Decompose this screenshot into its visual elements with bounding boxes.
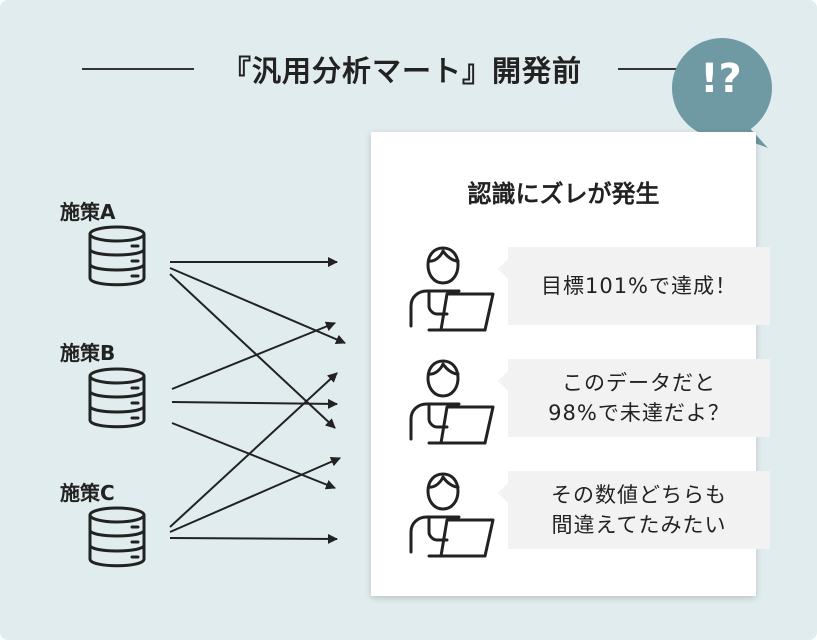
arrow — [171, 398, 338, 409]
speech-tail — [498, 370, 509, 392]
database-icon — [88, 367, 146, 429]
comment-bubble-2: このデータだと 98%で未達だよ？ — [508, 359, 770, 437]
arrow — [169, 267, 346, 345]
comment-line: その数値どちらも — [551, 483, 727, 507]
arrow — [169, 372, 338, 528]
comment-line: 間違えてたみたい — [551, 513, 727, 537]
measure-label-b: 施策B — [60, 341, 116, 365]
person-at-laptop-icon — [409, 359, 495, 445]
comment-bubble-3: その数値どちらも 間違えてたみたい — [508, 471, 770, 549]
comment-line: このデータだと — [562, 371, 716, 395]
measure-label-a: 施策A — [60, 200, 116, 224]
speech-tail — [498, 482, 509, 504]
arrow — [169, 457, 341, 533]
person-at-laptop-icon — [409, 472, 495, 558]
title-rule-left — [82, 68, 194, 70]
speech-tail — [498, 258, 509, 280]
comment-line: 98%で未達だよ？ — [548, 401, 730, 425]
person-at-laptop-icon — [409, 246, 495, 332]
database-icon — [88, 225, 146, 287]
arrow — [171, 422, 336, 490]
page-title: 『汎用分析マート』開発前 — [221, 54, 582, 88]
arrow — [169, 533, 338, 544]
database-icon — [88, 506, 146, 568]
arrow — [171, 321, 336, 390]
comment-bubble-1: 目標101%で達成！ — [508, 247, 770, 325]
recognition-panel: 認識にズレが発生 目標101%で達成！ — [371, 132, 770, 596]
title-row: 『汎用分析マート』開発前 — [0, 42, 817, 92]
panel-title: 認識にズレが発生 — [467, 180, 660, 208]
comment-line: 目標101%で達成！ — [540, 274, 738, 298]
title-rule-right — [618, 68, 680, 70]
bubble-text: !? — [700, 56, 742, 102]
measure-label-c: 施策C — [60, 481, 115, 505]
arrow — [169, 273, 336, 429]
